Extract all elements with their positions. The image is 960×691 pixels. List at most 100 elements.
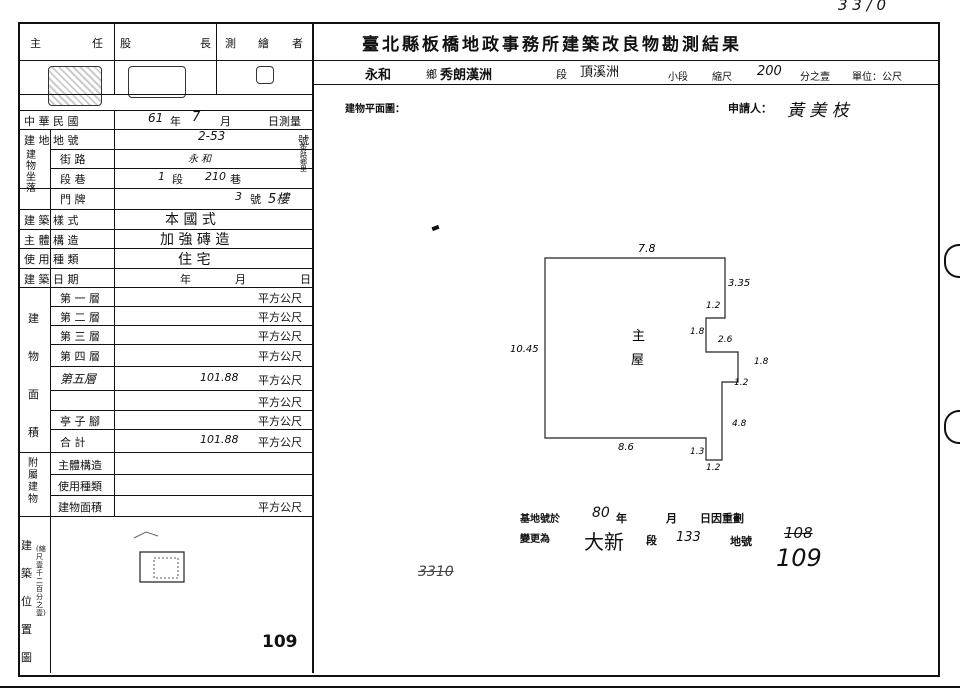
room-label-2: 屋	[631, 353, 644, 368]
built-month: 月	[235, 273, 246, 286]
stamp-chief	[48, 66, 102, 106]
remark-new-number: 133	[676, 530, 701, 545]
total-unit: 平方公尺	[258, 436, 302, 449]
date-day-unit: 日測量	[268, 115, 301, 128]
remark-month-unit: 月	[666, 512, 677, 525]
street-side-label: 街路鄉里	[300, 144, 307, 173]
dim-left: 10.45	[510, 344, 539, 355]
remark-number-unit: 地號	[730, 535, 752, 548]
floor-5-value: 101.88	[200, 371, 239, 384]
floor-4-unit: 平方公尺	[258, 350, 302, 363]
use-value: 住 宅	[178, 252, 211, 268]
remark-year: 80	[592, 505, 610, 521]
built-label: 建 築 日 期	[24, 273, 79, 286]
lane-section-unit: 段	[172, 173, 183, 186]
remark-old-ref: 3310	[418, 564, 454, 580]
punch-hole-top	[944, 244, 960, 278]
floor-1-unit: 平方公尺	[258, 292, 302, 305]
annex-use-label: 使用種類	[58, 480, 102, 493]
dim-g: 1.3	[690, 447, 705, 457]
dim-b: 1.8	[690, 327, 705, 337]
dim-bottom: 8.6	[618, 442, 634, 453]
land-unit: 號	[298, 134, 309, 147]
location-section-name: 秀朗漢洲	[440, 68, 493, 83]
form-title: 臺北縣板橋地政事務所建築改良物勘測結果	[362, 35, 742, 55]
dim-right-top: 3.35	[728, 278, 750, 289]
date-year: 61	[148, 111, 164, 125]
header-hui: 繪	[258, 37, 269, 50]
floor-plan: 7.8 3.35 1.2 1.8 2.6 1.8 1.2 4.8 1.3 1.2…	[510, 242, 769, 473]
page-number: 109	[262, 632, 298, 652]
lane-section: 1	[158, 170, 165, 183]
floor-blank-unit: 平方公尺	[258, 396, 302, 409]
corner-note: 3 3 / 0	[838, 0, 886, 14]
date-month: 7	[192, 110, 201, 125]
building-outline	[544, 257, 739, 461]
location-town-suffix: 鄉	[426, 68, 437, 81]
annex-area-label: 建物面積	[58, 501, 102, 514]
area-group-label: 建物面積	[28, 312, 39, 439]
floor-2-label: 第 二 層	[60, 311, 100, 324]
dim-a: 1.2	[706, 301, 721, 311]
applicant-name: 黃 美 枝	[787, 101, 849, 121]
remark-day-text: 日因重劃	[700, 512, 744, 525]
location-section-label: 段	[556, 68, 567, 81]
street-value: 永 和	[188, 154, 212, 165]
struct-label: 主 體 構 造	[24, 234, 79, 247]
style-label: 建 築 樣 式	[24, 214, 79, 227]
floor-5-unit: 平方公尺	[258, 374, 302, 387]
dim-d: 1.8	[754, 357, 769, 367]
header-divider	[18, 60, 938, 61]
location-scale-suffix: 分之壹	[800, 72, 830, 83]
use-label: 使 用 種 類	[24, 253, 79, 266]
built-year: 年	[180, 273, 191, 286]
built-day: 日	[300, 273, 311, 286]
location-unit: 單位：公尺	[852, 72, 902, 83]
floor-3-unit: 平方公尺	[258, 330, 302, 343]
door-label: 門 牌	[60, 193, 86, 206]
header-zhu: 主	[30, 37, 41, 50]
arcade-unit: 平方公尺	[258, 415, 302, 428]
stamp-surveyor	[256, 66, 274, 84]
lane-value: 210	[205, 170, 226, 183]
style-value: 本 國 式	[165, 212, 216, 228]
position-scale-note: (縮尺壹千二百分之壹)	[36, 545, 46, 617]
door-value: 3	[235, 190, 242, 203]
location-scale-label: 縮尺	[712, 72, 732, 83]
remark-new-section: 大新	[584, 530, 624, 554]
arcade-label: 亭 子 腳	[60, 415, 100, 428]
location-scale-value: 200	[757, 64, 782, 79]
land-label: 建 地 地 號	[24, 134, 79, 147]
lane-unit: 巷	[230, 173, 241, 186]
bottom-rule	[0, 686, 960, 688]
door-unit: 號	[250, 193, 261, 206]
struct-value: 加 強 磚 造	[160, 232, 230, 248]
stamp-section-head	[128, 66, 186, 98]
position-sketch	[133, 531, 185, 583]
street-label: 街 路	[60, 153, 86, 166]
header-ce: 測	[225, 37, 236, 50]
dim-f: 4.8	[732, 419, 747, 429]
form-frame	[18, 22, 940, 677]
floor-5-label: 第五層	[60, 372, 97, 386]
date-label: 中 華 民 國	[24, 115, 79, 128]
land-value: 2-53	[198, 129, 226, 143]
plan-label: 建物平面圖：	[345, 104, 405, 115]
remark-line2-prefix: 變更為	[520, 534, 550, 545]
door-floor: 5樓	[268, 192, 290, 207]
remark-line1-prefix: 基地號於	[520, 514, 560, 525]
lane-label: 段 巷	[60, 173, 86, 186]
annex-group-label: 附屬建物	[28, 458, 38, 505]
header-zhe: 者	[292, 37, 303, 50]
floor-4-label: 第 四 層	[60, 350, 100, 363]
remark-old-lot: 108	[784, 524, 813, 542]
location-town: 永和	[365, 68, 392, 83]
annex-area-unit: 平方公尺	[258, 501, 302, 514]
location-subsection: 頂溪洲	[580, 65, 620, 80]
date-month-unit: 月	[220, 115, 231, 128]
header-zhang: 長	[200, 37, 211, 50]
floor-3-label: 第 三 層	[60, 330, 100, 343]
dim-h: 1.2	[706, 463, 721, 473]
left-panel-border	[312, 22, 314, 673]
total-value: 101.88	[200, 433, 239, 446]
